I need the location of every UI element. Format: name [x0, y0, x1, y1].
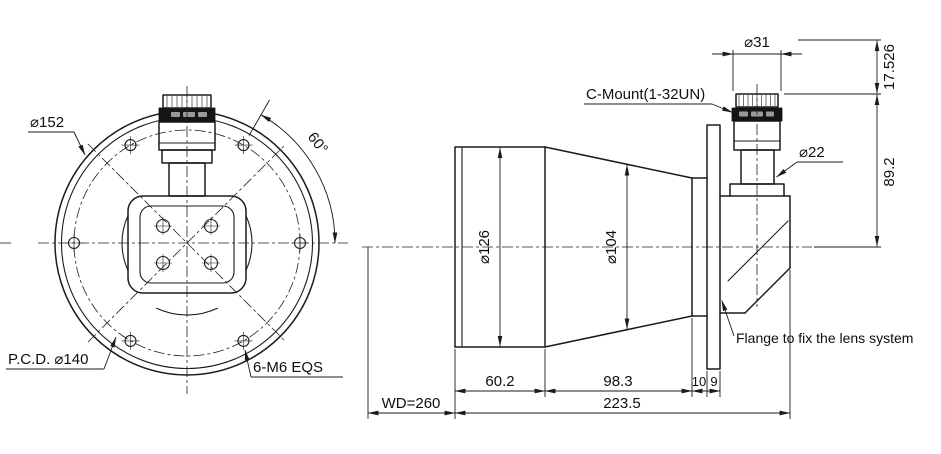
diagonal-centerline: [87, 143, 287, 343]
mounting-hole: [121, 331, 140, 350]
cone-diameter-label: ⌀104: [603, 230, 620, 264]
side-view-body: [454, 93, 791, 370]
c-mount-label: C-Mount(1-32UN): [586, 86, 705, 103]
barrel-diameter-label: ⌀126: [476, 230, 493, 264]
mounting-hole: [121, 136, 140, 155]
mirror-line: [727, 220, 789, 282]
mounting-hole: [234, 331, 253, 350]
flange-distance-label: 17.526: [881, 44, 898, 90]
angle-dimension-arc: [260, 114, 338, 244]
screws-label: 6-M6 EQS: [253, 359, 323, 376]
arc-slot-right: [245, 214, 253, 272]
angle-extension-line: [248, 99, 270, 136]
flange-note-label: Flange to fix the lens system: [736, 330, 913, 346]
mounting-hole: [234, 136, 253, 155]
front-length-label: 60.2: [485, 373, 514, 390]
side-view: ⌀126 ⌀104 ⌀31 17.526 89.2 ⌀22 C-Mount(: [362, 34, 913, 419]
angle-label: 60°: [304, 129, 331, 157]
spacer-length-label: 10: [692, 374, 706, 389]
flange-thickness-label: 9: [710, 374, 717, 389]
plate-screw: [202, 217, 220, 235]
tube-od-label: ⌀22: [799, 144, 825, 161]
pcd-label: P.C.D. ⌀140: [8, 351, 88, 368]
front-view-dimensions: ⌀152 P.C.D. ⌀140 6-M6 EQS 60°: [6, 99, 343, 378]
total-length-label: 223.5: [603, 395, 641, 412]
plate-screw: [202, 254, 220, 272]
plate-screw: [154, 217, 172, 235]
cone-top-edge: [544, 146, 693, 179]
elbow-chamfer: [744, 267, 791, 314]
front-view: ⌀152 P.C.D. ⌀140 6-M6 EQS 60°: [0, 86, 348, 394]
plate-screw: [154, 254, 172, 272]
axis-height-label: 89.2: [881, 157, 898, 186]
cone-bottom-edge: [544, 315, 693, 348]
side-view-dimensions: ⌀126 ⌀104 ⌀31 17.526 89.2 ⌀22 C-Mount(: [367, 34, 913, 419]
working-distance-label: WD=260: [382, 395, 441, 412]
adapter-neck: [740, 149, 775, 185]
c-mount-od-label: ⌀31: [744, 34, 770, 51]
knurl-lines: [738, 95, 776, 106]
cone-length-label: 98.3: [603, 373, 632, 390]
outer-diameter-label: ⌀152: [30, 114, 64, 131]
